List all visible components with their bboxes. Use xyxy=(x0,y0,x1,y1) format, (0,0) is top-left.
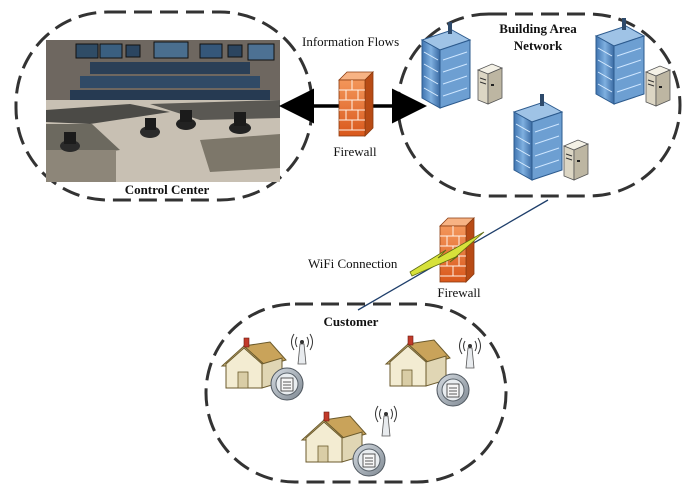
antenna-icon xyxy=(291,333,313,365)
control-center-label: Control Center xyxy=(125,182,210,197)
antenna-icon xyxy=(375,405,397,437)
house-icon xyxy=(385,335,451,387)
firewall-label-top: Firewall xyxy=(333,144,377,159)
server-icon xyxy=(563,139,589,181)
smart-meter-icon xyxy=(436,373,470,407)
building-area-network-label-line2: Network xyxy=(514,38,563,53)
office-building-icon xyxy=(595,17,645,105)
control-center-region xyxy=(14,10,314,202)
firewall-label-bottom: Firewall xyxy=(437,285,481,300)
firewall-icon xyxy=(338,71,374,137)
control-room-photo xyxy=(46,40,280,182)
information-flows-label: Information Flows xyxy=(302,34,399,49)
lightning-icon xyxy=(409,231,485,277)
wifi-connection-label: WiFi Connection xyxy=(308,256,398,271)
smart-meter-icon xyxy=(352,443,386,477)
customer-label: Customer xyxy=(324,314,379,329)
server-icon xyxy=(477,63,503,105)
antenna-icon xyxy=(459,337,481,369)
office-building-icon xyxy=(513,93,563,181)
customer-region xyxy=(204,302,508,484)
server-icon xyxy=(645,65,671,107)
building-area-network-label-line1: Building Area xyxy=(499,21,577,36)
smart-meter-icon xyxy=(270,367,304,401)
